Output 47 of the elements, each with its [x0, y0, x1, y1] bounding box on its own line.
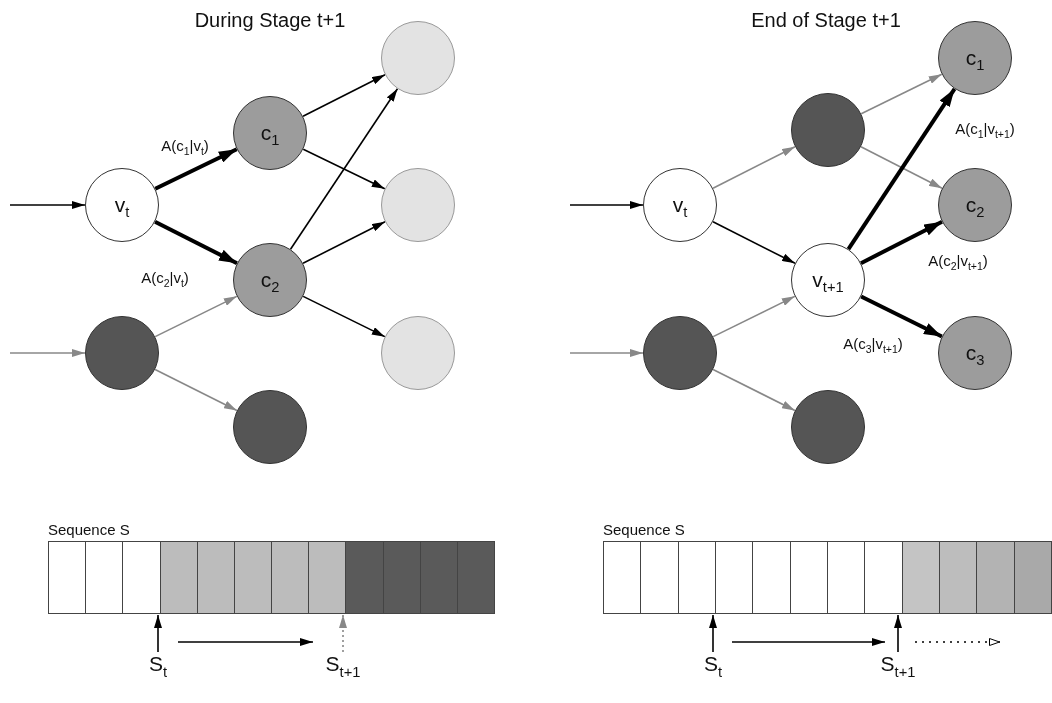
panel-title: End of Stage t+1 [751, 8, 901, 32]
arrow [860, 146, 943, 189]
edge-label: A(c$_{1}$|v$_{t+1}$) [953, 120, 1017, 140]
edge-label: A(c$_{2}$|v$_{t+1}$) [926, 252, 990, 272]
arrow [154, 368, 238, 412]
arrow [154, 219, 238, 266]
edge-label: A(c$_{3}$|v$_{t+1}$) [841, 335, 905, 355]
node-circle: v$_{t}$ [85, 168, 159, 242]
arrow [154, 295, 238, 338]
arrow [289, 88, 399, 250]
node-circle: c$_{3}$ [938, 316, 1012, 390]
arrow [860, 220, 943, 265]
arrow [712, 220, 796, 265]
arrow [569, 201, 644, 209]
arrow [569, 349, 644, 357]
arrow [302, 295, 386, 338]
arrow [9, 349, 86, 357]
panel-title: During Stage t+1 [194, 8, 346, 32]
arrow [302, 148, 386, 190]
position-label: S$_{t}$ [703, 652, 723, 680]
arrow [846, 87, 957, 251]
arrow [712, 368, 796, 412]
arrow [154, 147, 238, 191]
arrow [860, 73, 943, 115]
node-circle: v$_{t+1}$ [791, 243, 865, 317]
arrow [154, 614, 162, 653]
position-label: S$_{t}$ [148, 652, 168, 680]
node-circle: c$_{2}$ [233, 243, 307, 317]
position-label: S$_{t+1}$ [325, 652, 361, 680]
node-circle: c$_{2}$ [938, 168, 1012, 242]
edge-label: A(c$_{1}$|v$_{t}$) [159, 137, 211, 157]
arrow [894, 614, 902, 653]
arrow [339, 614, 347, 653]
arrow [302, 220, 386, 265]
arrow [712, 295, 796, 338]
strip-heading: Sequence S [48, 521, 130, 539]
arrow [302, 73, 386, 118]
arrow [9, 201, 86, 209]
node-circle: c$_{1}$ [233, 96, 307, 170]
node-circle: v$_{t}$ [643, 168, 717, 242]
position-label: S$_{t+1}$ [880, 652, 916, 680]
node-circle: c$_{1}$ [938, 21, 1012, 95]
edge-label: A(c$_{2}$|v$_{t}$) [139, 269, 191, 289]
arrow [712, 145, 796, 190]
arrow [860, 294, 943, 339]
arrow [709, 614, 717, 653]
strip-heading: Sequence S [603, 521, 685, 539]
